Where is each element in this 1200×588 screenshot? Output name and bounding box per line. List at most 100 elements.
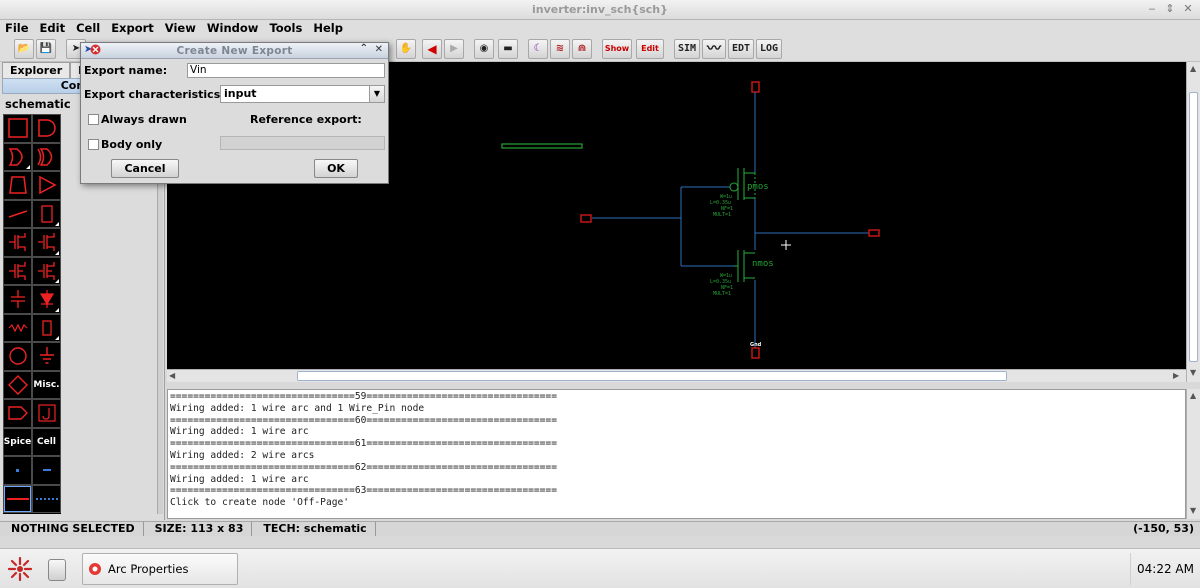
export-name-label: Export name: <box>84 64 168 77</box>
menu-cell[interactable]: Cell <box>76 21 101 35</box>
back-arrow-icon[interactable]: ◀ <box>422 39 442 59</box>
scroll-down-icon[interactable]: ▼ <box>1190 506 1197 515</box>
palette-cell[interactable]: Cell <box>32 427 61 456</box>
body-only-checkbox[interactable] <box>88 139 99 150</box>
show-button[interactable]: Show <box>602 39 632 59</box>
palette-resistor[interactable] <box>3 313 32 342</box>
hand-icon[interactable]: ✋ <box>396 39 416 59</box>
palette-wire-pin[interactable] <box>3 456 32 485</box>
pmos-transistor[interactable] <box>729 168 756 200</box>
waveform-icon[interactable]: 〰 <box>702 39 726 59</box>
reference-export-input[interactable] <box>220 136 385 150</box>
menu-tools[interactable]: Tools <box>269 21 303 35</box>
palette-buffer[interactable] <box>32 171 61 200</box>
menu-file[interactable]: File <box>5 21 29 35</box>
layer-icon[interactable]: ▬ <box>498 39 518 59</box>
task-arc-properties[interactable]: Arc Properties <box>82 553 238 585</box>
vertical-scroll-thumb[interactable] <box>1189 92 1198 362</box>
messages-scrollbar[interactable]: ▲ ▼ <box>1186 389 1200 519</box>
log-button[interactable]: LOG <box>756 39 783 59</box>
always-drawn-checkbox[interactable] <box>88 114 99 125</box>
menu-edit[interactable]: Edit <box>39 21 66 35</box>
horizontal-scroll-thumb[interactable] <box>297 371 1007 381</box>
palette-flipflop[interactable] <box>3 171 32 200</box>
cancel-button[interactable]: Cancel <box>111 159 179 178</box>
canvas-horizontal-scrollbar[interactable]: ◀ ▶ <box>167 369 1186 382</box>
ok-button[interactable]: OK <box>314 159 358 178</box>
tab-explorer[interactable]: Explorer <box>2 62 71 78</box>
start-menu-icon[interactable] <box>6 555 34 583</box>
svg-text:L=0.35u: L=0.35u <box>710 200 731 206</box>
palette-global[interactable] <box>3 370 32 399</box>
menu-help[interactable]: Help <box>313 21 343 35</box>
palette-transistor-block[interactable] <box>32 199 61 228</box>
message-line: ================================60======… <box>170 414 557 426</box>
palette-and-gate[interactable] <box>32 114 61 143</box>
palette-switch[interactable] <box>3 199 32 228</box>
scroll-right-icon[interactable]: ▶ <box>1173 371 1180 380</box>
arch-icon[interactable]: ⋒ <box>572 39 592 59</box>
clock[interactable]: 04:22 AM <box>1130 553 1200 585</box>
open-folder-icon[interactable]: 📂 <box>14 39 34 59</box>
nmos-label: nmos <box>752 259 774 269</box>
forward-arrow-icon[interactable]: ▶ <box>444 39 464 59</box>
chevron-down-icon[interactable]: ▼ <box>369 86 384 102</box>
eye-icon[interactable]: ◉ <box>474 39 494 59</box>
menu-view[interactable]: View <box>164 21 196 35</box>
edit-button[interactable]: Edit <box>636 39 664 59</box>
trash-icon[interactable] <box>48 559 66 581</box>
canvas-vertical-scrollbar[interactable]: ▲ ▼ <box>1186 62 1200 382</box>
vdd-pin[interactable] <box>751 81 760 93</box>
save-icon[interactable]: 💾 <box>36 39 56 59</box>
message-line: ================================59======… <box>170 391 557 402</box>
edt-button[interactable]: EDT <box>728 39 755 59</box>
palette-nmos[interactable] <box>3 228 32 257</box>
menu-window[interactable]: Window <box>206 21 259 35</box>
gnd-pin[interactable] <box>751 347 760 359</box>
palette-hook[interactable] <box>32 399 61 428</box>
palette-box[interactable] <box>3 114 32 143</box>
maximize-icon[interactable]: ⇕ <box>1165 2 1175 15</box>
dialog-icon <box>90 44 101 58</box>
palette-misc[interactable]: Misc. <box>32 370 61 399</box>
palette-ground[interactable] <box>32 342 61 371</box>
scroll-down-icon[interactable]: ▼ <box>1190 368 1197 377</box>
sim-button[interactable]: SIM <box>674 39 701 59</box>
scroll-left-icon[interactable]: ◀ <box>169 371 176 380</box>
palette-spice[interactable]: Spice <box>3 427 32 456</box>
palette-wire-arc[interactable] <box>3 484 32 513</box>
scroll-up-icon[interactable]: ▲ <box>1190 391 1197 400</box>
palette-capacitor[interactable] <box>3 285 32 314</box>
palette-offpage[interactable] <box>3 399 32 428</box>
message-line: Wiring added: 2 wire arcs <box>170 449 315 461</box>
menu-export[interactable]: Export <box>111 21 154 35</box>
minimize-icon[interactable]: ⌃ <box>359 43 368 54</box>
export-characteristics-select[interactable]: input ▼ <box>220 85 385 103</box>
export-name-input[interactable]: Vin <box>187 63 385 78</box>
palette-inductor[interactable] <box>32 313 61 342</box>
paint-icon[interactable]: ≋ <box>550 39 570 59</box>
palette-nmos-4[interactable] <box>3 256 32 285</box>
vin-pin[interactable] <box>580 214 592 223</box>
palette-xor-gate[interactable] <box>32 142 61 171</box>
nmos-transistor[interactable] <box>734 250 755 282</box>
magnet-icon[interactable]: ☾ <box>528 39 548 59</box>
palette-source[interactable] <box>3 342 32 371</box>
vout-pin[interactable] <box>868 229 880 237</box>
minimize-icon[interactable]: ‒ <box>1148 2 1156 15</box>
palette-bus-arc[interactable] <box>32 484 61 513</box>
dialog-title-bar[interactable]: ➤ Create New Export ⌃ ✕ <box>81 43 388 59</box>
message-line: Wiring added: 1 wire arc and 1 Wire_Pin … <box>170 402 425 414</box>
palette-scrollbar[interactable] <box>157 114 163 514</box>
palette-or-gate[interactable] <box>3 142 32 171</box>
messages-panel[interactable]: ================================59======… <box>167 389 1186 519</box>
scroll-up-icon[interactable]: ▲ <box>1190 64 1197 73</box>
palette-pmos[interactable] <box>32 228 61 257</box>
palette-diode[interactable] <box>32 285 61 314</box>
close-icon[interactable]: ✕ <box>1183 2 1193 15</box>
palette-bus-pin[interactable] <box>32 456 61 485</box>
palette-pmos-4[interactable] <box>32 256 61 285</box>
close-icon[interactable]: ✕ <box>374 44 383 55</box>
create-new-export-dialog: ➤ Create New Export ⌃ ✕ Export name: Vin… <box>80 42 389 184</box>
